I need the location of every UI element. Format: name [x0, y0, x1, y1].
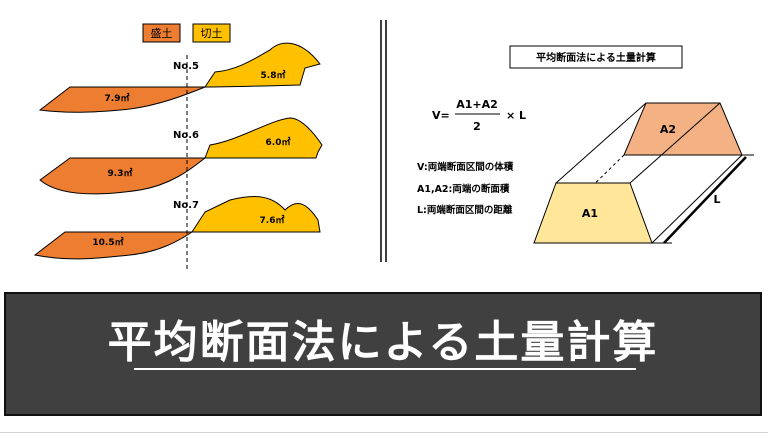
- fill-area-label: 10.5㎡: [92, 236, 123, 248]
- cut-area-shape: [191, 195, 321, 233]
- fill-area-label: 9.3㎡: [108, 167, 133, 179]
- prism-label-a1: A1: [582, 207, 598, 220]
- formula-times-l: × L: [506, 109, 526, 122]
- legend: 盛土 切土: [142, 23, 231, 43]
- prism-edge: [555, 102, 647, 184]
- cut-area-label: 7.6㎡: [260, 214, 285, 226]
- length-dimension-line: [663, 156, 747, 244]
- definition-a: A1,A2:両端の断面積: [417, 183, 510, 195]
- definition-v: V:両端断面区間の体積: [417, 161, 514, 173]
- cross-section-no7: No.7 10.5㎡ 7.6㎡: [33, 195, 321, 260]
- cut-area-shape: [204, 42, 321, 88]
- fill-area-shape: [39, 157, 207, 195]
- prism-label-length: L: [713, 193, 720, 206]
- legend-fill-label: 盛土: [151, 26, 173, 40]
- formula-numerator: A1+A2: [456, 98, 498, 111]
- station-label: No.7: [173, 200, 199, 211]
- cut-area-label: 5.8㎡: [261, 69, 286, 81]
- title-banner: 平均断面法による土量計算: [4, 292, 762, 416]
- prism-edge: [629, 102, 721, 184]
- legend-fill-swatch: [142, 23, 181, 43]
- cross-section-no6: No.6 9.3㎡ 6.0㎡: [39, 117, 323, 195]
- banner-title: 平均断面法による土量計算: [107, 317, 659, 368]
- fill-area-label: 7.9㎡: [105, 92, 130, 104]
- banner-underline: [134, 368, 636, 370]
- legend-cut-label: 切土: [201, 27, 223, 40]
- station-label: No.5: [173, 61, 199, 72]
- fill-area-shape: [38, 86, 206, 113]
- formula-title-box: 平均断面法による土量計算: [509, 45, 683, 69]
- formula-title: 平均断面法による土量計算: [536, 51, 656, 64]
- station-label: No.6: [173, 130, 199, 141]
- formula-lhs: V=: [432, 109, 450, 122]
- legend-cut-swatch: [192, 23, 231, 43]
- prism-face-a2: [623, 102, 743, 156]
- fill-area-shape: [33, 231, 194, 260]
- definition-l: L:両端断面区間の距離: [417, 204, 513, 216]
- prism-edge: [651, 154, 743, 244]
- prism-label-a2: A2: [660, 123, 676, 136]
- prism-diagram: A2 A1 L: [533, 102, 754, 244]
- cut-area-label: 6.0㎡: [266, 136, 291, 148]
- bottom-divider: [0, 432, 768, 433]
- cross-section-no5: No.5 7.9㎡ 5.8㎡: [38, 42, 321, 113]
- formula: V= A1+A2 2 × L V:両端断面区間の体積 A1,A2:両端の断面積 …: [417, 98, 526, 216]
- formula-denominator: 2: [473, 120, 481, 133]
- cut-area-shape: [204, 117, 323, 159]
